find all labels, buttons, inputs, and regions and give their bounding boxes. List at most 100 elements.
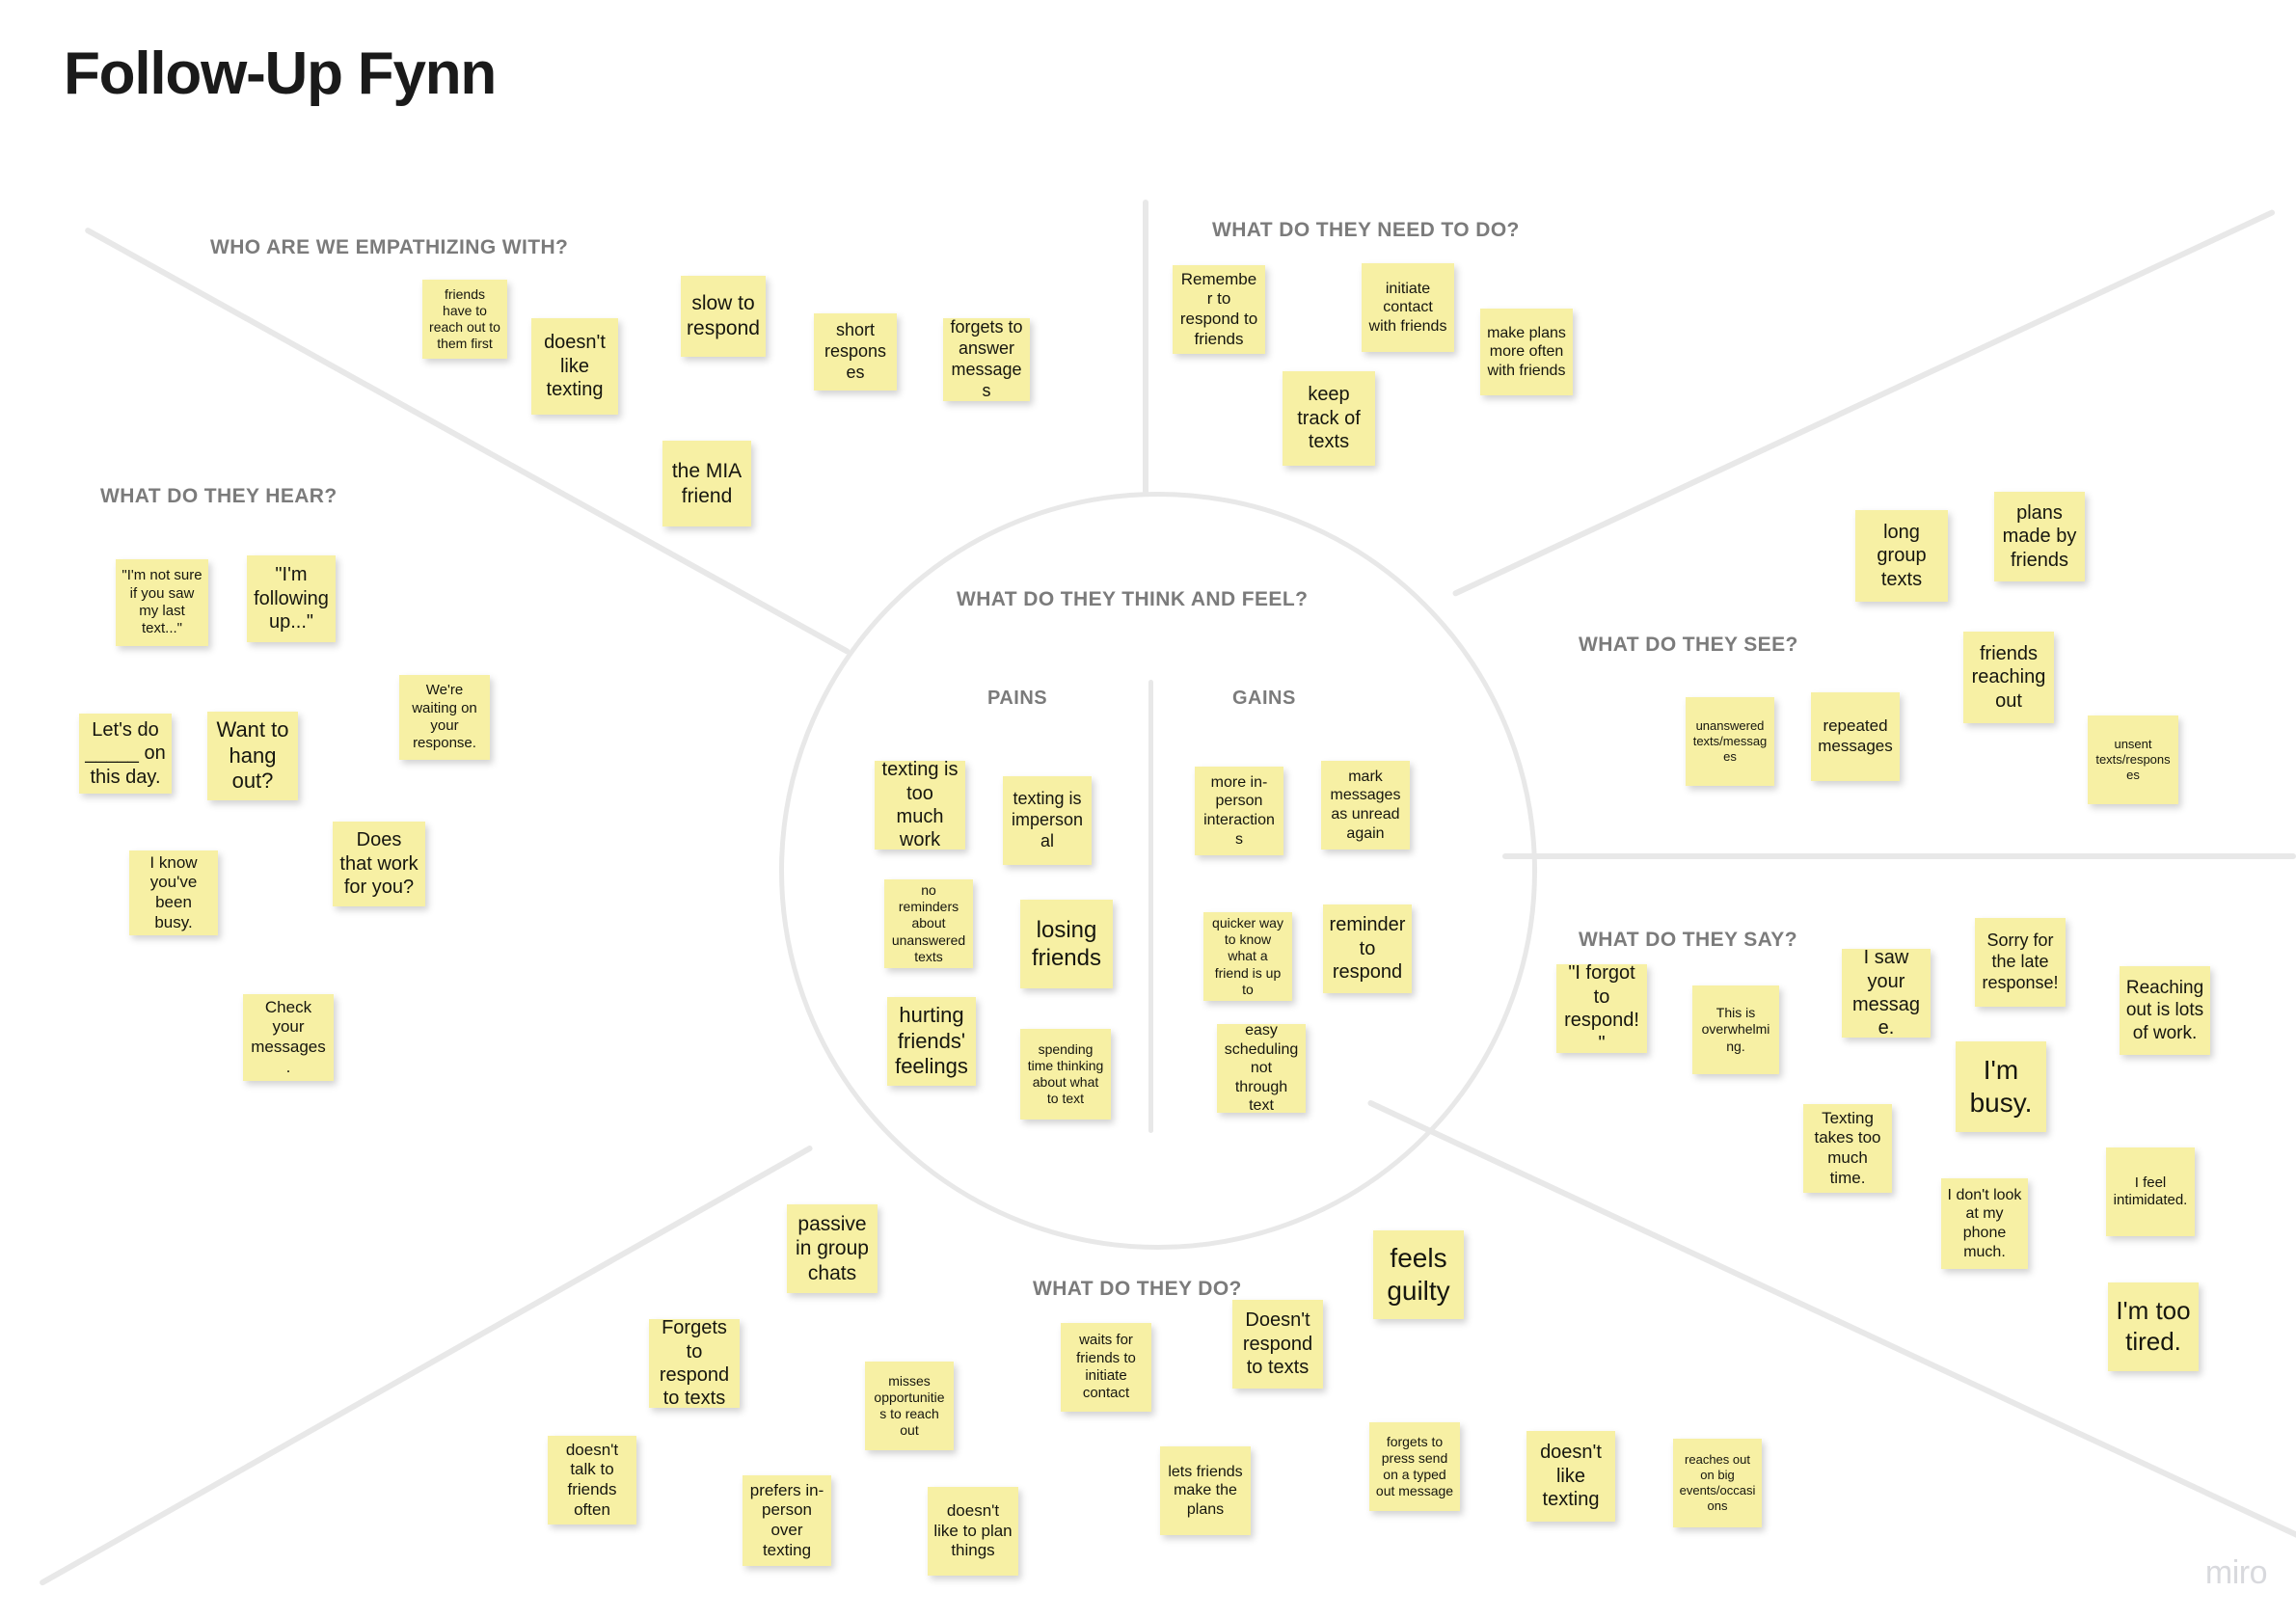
sticky-note[interactable]: Sorry for the late response! xyxy=(1975,918,2066,1007)
section-title-see: WHAT DO THEY SEE? xyxy=(1579,634,1798,656)
sticky-note[interactable]: feels guilty xyxy=(1373,1230,1464,1319)
sticky-note-text: Does that work for you? xyxy=(339,829,419,899)
center-circle xyxy=(779,492,1537,1250)
sticky-note-text: keep track of texts xyxy=(1297,384,1361,453)
divider-vertical-top xyxy=(1143,200,1148,497)
sticky-note[interactable]: waits for friends to initiate contact xyxy=(1061,1323,1151,1412)
sticky-note[interactable]: I know you've been busy. xyxy=(129,850,218,935)
sticky-note[interactable]: This is overwhelming. xyxy=(1692,985,1779,1074)
sticky-note-text: Check your messages. xyxy=(251,997,326,1076)
sticky-note[interactable]: doesn't talk to friends often xyxy=(548,1436,636,1525)
sticky-note[interactable]: reminder to respond xyxy=(1323,904,1412,993)
sticky-note-text: short responses xyxy=(824,320,887,382)
sticky-note[interactable]: Check your messages. xyxy=(243,994,334,1081)
sticky-note[interactable]: Want to hang out? xyxy=(207,712,298,800)
sticky-note[interactable]: doesn't like texting xyxy=(1526,1431,1615,1522)
sticky-note-text: Remember to respond to friends xyxy=(1179,269,1258,348)
section-title-hear: WHAT DO THEY HEAR? xyxy=(100,485,338,507)
sticky-note[interactable]: hurting friends' feelings xyxy=(887,997,976,1086)
sticky-note[interactable]: make plans more often with friends xyxy=(1480,309,1573,395)
sticky-note-text: I don't look at my phone much. xyxy=(1947,1186,2022,1260)
sticky-note[interactable]: unsent texts/responses xyxy=(2088,715,2178,804)
sticky-note[interactable]: "I forgot to respond!" xyxy=(1556,964,1647,1053)
sticky-note[interactable]: the MIA friend xyxy=(662,441,751,526)
sticky-note[interactable]: keep track of texts xyxy=(1283,371,1375,466)
sticky-note-text: Doesn't respond to texts xyxy=(1242,1309,1313,1379)
sticky-note[interactable]: spending time thinking about what to tex… xyxy=(1020,1029,1111,1120)
sticky-note-text: We're waiting on your response. xyxy=(412,682,477,752)
sticky-note-text: hurting friends' feelings xyxy=(895,1002,968,1079)
sticky-note-text: doesn't like texting xyxy=(544,332,606,401)
sticky-note-text: friends have to reach out to them first xyxy=(429,285,500,352)
sticky-note[interactable]: more in-person interactions xyxy=(1195,767,1283,855)
sticky-note-text: prefers in-person over texting xyxy=(749,1480,824,1559)
sticky-note-text: doesn't like texting xyxy=(1540,1442,1602,1511)
sticky-note[interactable]: doesn't like texting xyxy=(531,318,618,415)
sticky-note-text: waits for friends to initiate contact xyxy=(1076,1332,1136,1402)
sticky-note[interactable]: lets friends make the plans xyxy=(1160,1446,1251,1535)
sticky-note[interactable]: Remember to respond to friends xyxy=(1173,265,1265,354)
sticky-note-text: forgets to press send on a typed out mes… xyxy=(1375,1433,1454,1499)
sticky-note-text: long group texts xyxy=(1877,521,1927,590)
sticky-note[interactable]: forgets to answer messages xyxy=(943,318,1030,401)
sticky-note[interactable]: initiate contact with friends xyxy=(1362,263,1454,352)
sticky-note-text: passive in group chats xyxy=(796,1212,869,1284)
sticky-note[interactable]: I feel intimidated. xyxy=(2106,1147,2195,1236)
sticky-note[interactable]: texting is too much work xyxy=(875,761,965,850)
miro-watermark: miro xyxy=(2204,1554,2268,1591)
sticky-note[interactable]: passive in group chats xyxy=(787,1204,878,1293)
sticky-note-text: repeated messages xyxy=(1818,716,1893,755)
divider-horizontal-right xyxy=(1502,853,2296,859)
sticky-note[interactable]: repeated messages xyxy=(1811,692,1900,781)
sticky-note[interactable]: no reminders about unanswered texts xyxy=(884,879,973,968)
sticky-note-text: reaches out on big events/occasions xyxy=(1679,1452,1756,1513)
sticky-note-text: Forgets to respond to texts xyxy=(659,1319,730,1408)
section-title-empathizing: WHO ARE WE EMPATHIZING WITH? xyxy=(210,236,569,258)
sticky-note[interactable]: Texting takes too much time. xyxy=(1803,1104,1892,1193)
sticky-note[interactable]: misses opportunities to reach out xyxy=(865,1362,954,1450)
sticky-note-text: I'm too tired. xyxy=(2116,1296,2191,1356)
sticky-note[interactable]: Let's do _____ on this day. xyxy=(79,714,172,794)
sticky-note[interactable]: losing friends xyxy=(1020,900,1113,988)
sticky-note-text: initiate contact with friends xyxy=(1368,280,1447,335)
sticky-note-text: mark messages as unread again xyxy=(1330,768,1401,842)
sticky-note[interactable]: friends have to reach out to them first xyxy=(422,280,507,359)
sticky-note-text: no reminders about unanswered texts xyxy=(891,882,966,964)
sticky-note-text: the MIA friend xyxy=(671,459,743,507)
sticky-note[interactable]: Doesn't respond to texts xyxy=(1232,1300,1323,1389)
sticky-note[interactable]: unanswered texts/messages xyxy=(1686,697,1774,786)
sticky-note[interactable]: plans made by friends xyxy=(1994,492,2085,581)
divider-pains-gains xyxy=(1148,680,1153,1133)
sticky-note-text: unsent texts/responses xyxy=(2095,737,2171,782)
sticky-note[interactable]: friends reaching out xyxy=(1963,632,2054,723)
sticky-note[interactable]: "I'm following up..." xyxy=(247,555,336,642)
sticky-note[interactable]: short responses xyxy=(814,313,897,391)
sticky-note-text: doesn't like to plan things xyxy=(933,1500,1013,1560)
sticky-note[interactable]: Forgets to respond to texts xyxy=(649,1319,740,1408)
sticky-note-text: Reaching out is lots of work. xyxy=(2125,978,2204,1043)
sticky-note[interactable]: "I'm not sure if you saw my last text...… xyxy=(116,559,208,646)
sticky-note[interactable]: I saw your message. xyxy=(1842,949,1931,1038)
sticky-note-text: friends reaching out xyxy=(1971,642,2046,712)
sticky-note[interactable]: I don't look at my phone much. xyxy=(1941,1178,2028,1269)
sticky-note[interactable]: quicker way to know what a friend is up … xyxy=(1203,912,1292,1001)
sticky-note[interactable]: easy scheduling not through text xyxy=(1217,1024,1306,1113)
sticky-note[interactable]: slow to respond xyxy=(681,276,766,357)
sticky-note[interactable]: long group texts xyxy=(1855,510,1948,602)
sticky-note[interactable]: doesn't like to plan things xyxy=(928,1487,1018,1576)
section-title-do: WHAT DO THEY DO? xyxy=(1033,1278,1242,1300)
sticky-note[interactable]: forgets to press send on a typed out mes… xyxy=(1369,1422,1460,1511)
sticky-note-text: This is overwhelming. xyxy=(1701,1005,1770,1054)
sticky-note[interactable]: texting is impersonal xyxy=(1003,776,1092,865)
sticky-note[interactable]: I'm busy. xyxy=(1956,1041,2046,1132)
sticky-note-text: "I forgot to respond!" xyxy=(1564,964,1639,1053)
sticky-note[interactable]: I'm too tired. xyxy=(2108,1282,2199,1371)
sticky-note-text: I'm busy. xyxy=(1969,1054,2033,1118)
sticky-note[interactable]: mark messages as unread again xyxy=(1321,761,1410,850)
sticky-note-text: doesn't talk to friends often xyxy=(565,1440,619,1519)
sticky-note[interactable]: Does that work for you? xyxy=(333,822,425,906)
sticky-note[interactable]: Reaching out is lots of work. xyxy=(2120,966,2210,1055)
sticky-note[interactable]: prefers in-person over texting xyxy=(743,1475,831,1566)
sticky-note[interactable]: reaches out on big events/occasions xyxy=(1673,1439,1762,1527)
sticky-note[interactable]: We're waiting on your response. xyxy=(399,675,490,760)
